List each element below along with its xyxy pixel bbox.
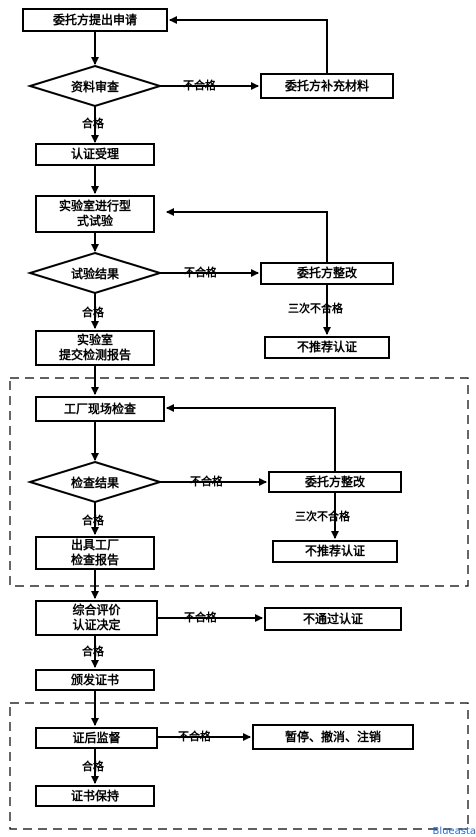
arrow-rectify1-labtest [166, 208, 328, 262]
rectify-2-box: 委托方整改 [268, 471, 402, 493]
fail-label-review: 不合格 [183, 79, 216, 92]
evaluation-box: 综合评价 认证决定 [35, 600, 158, 636]
not-pass-box: 不通过认证 [264, 607, 402, 631]
rectify-1-box: 委托方整改 [260, 262, 394, 285]
factory-inspection-box: 工厂现场检查 [35, 396, 165, 422]
arrow-rectify2-factory [166, 404, 336, 471]
suspend-box: 暂停、撤消、注销 [252, 724, 414, 750]
not-recommend-2-box: 不推荐认证 [272, 540, 398, 563]
pass-label-test: 合格 [82, 306, 104, 319]
pass-label-evaluation: 合格 [82, 645, 104, 658]
watermark-text: Blueasta [432, 826, 476, 837]
three-fail-label-inspection: 三次不合格 [295, 510, 350, 523]
fail-label-test: 不合格 [184, 266, 217, 279]
pass-label-surveillance: 合格 [82, 760, 104, 773]
arrow-supplement-apply [169, 16, 328, 73]
pass-label-review: 合格 [82, 117, 104, 130]
lab-report-box: 实验室 提交检测报告 [35, 330, 155, 366]
fail-label-inspection: 不合格 [190, 475, 223, 488]
factory-report-box: 出具工厂 检查报告 [35, 536, 155, 570]
fail-label-surveillance: 不合格 [178, 730, 211, 743]
three-fail-label-test: 三次不合格 [288, 302, 343, 315]
apply-box: 委托方提出申请 [22, 8, 168, 32]
test-result-label: 试验结果 [70, 266, 119, 281]
lab-test-box: 实验室进行型 式试验 [35, 195, 155, 233]
surveillance-box: 证后监督 [35, 727, 158, 749]
issue-cert-box: 颁发证书 [35, 669, 155, 691]
inspection-result-label: 检查结果 [70, 475, 119, 490]
doc-review-label: 资料审查 [70, 79, 119, 94]
maintain-box: 证书保持 [35, 785, 155, 807]
factory-inspection-group [9, 377, 469, 587]
supplement-box: 委托方补充材料 [260, 73, 394, 99]
fail-label-evaluation: 不合格 [184, 611, 217, 624]
post-certification-group [9, 702, 469, 830]
pass-label-inspection: 合格 [82, 514, 104, 527]
acceptance-box: 认证受理 [35, 143, 155, 166]
not-recommend-1-box: 不推荐认证 [264, 336, 390, 359]
